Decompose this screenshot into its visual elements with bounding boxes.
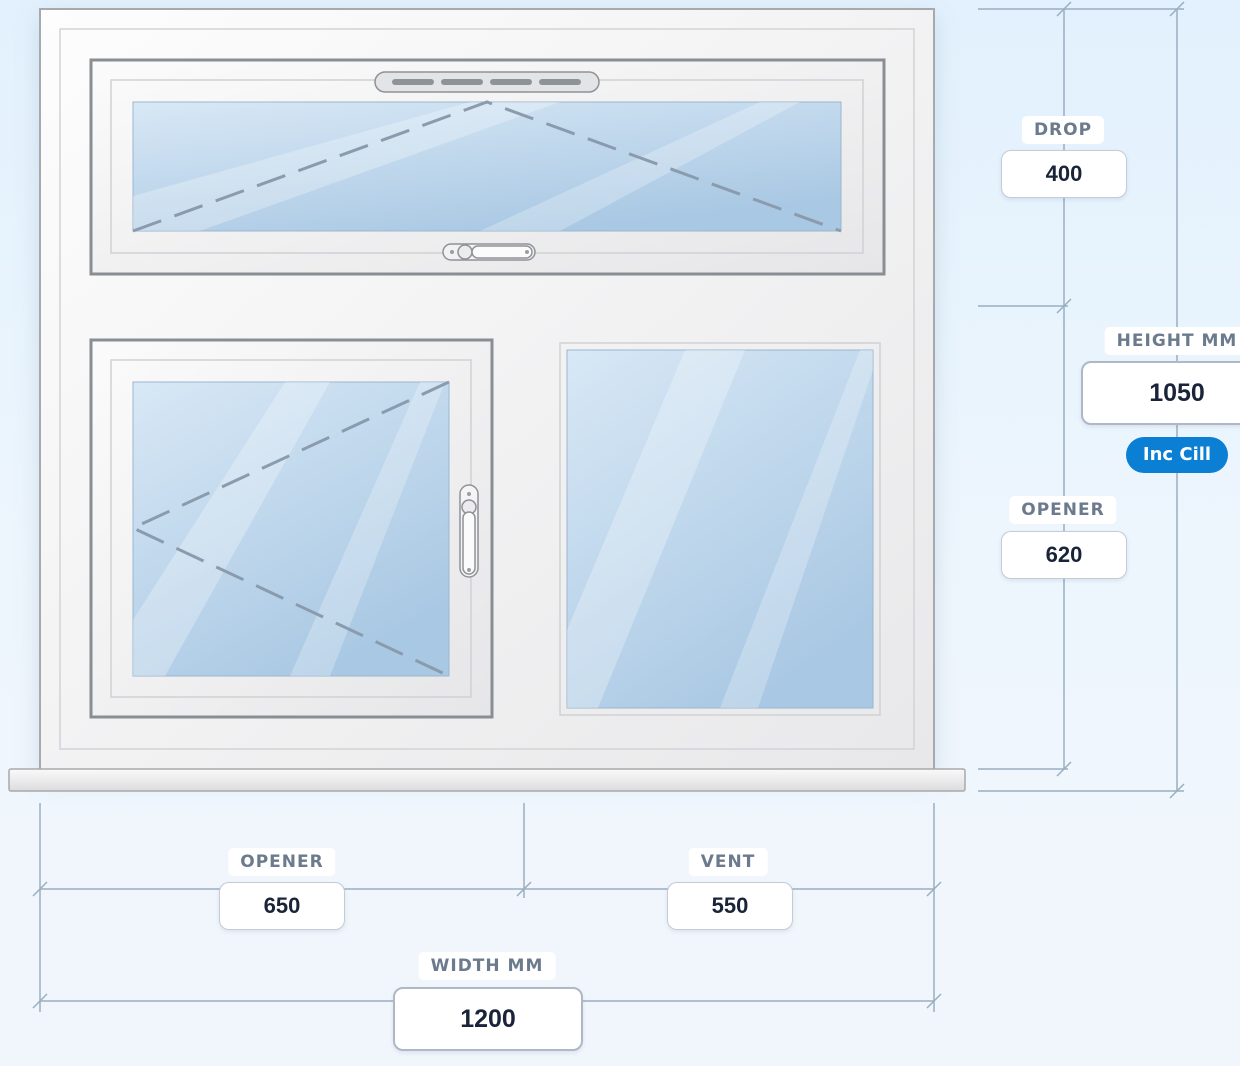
opener-height-label: OPENER bbox=[1009, 496, 1117, 524]
glass-reflection bbox=[567, 350, 873, 708]
trickle-vent bbox=[374, 71, 600, 93]
right-fixed-pane bbox=[559, 342, 881, 716]
opening-indicator-lines bbox=[129, 380, 450, 678]
opener-width-input[interactable] bbox=[219, 882, 345, 930]
glass-reflection bbox=[133, 102, 800, 231]
opener-glass bbox=[132, 381, 450, 677]
opener-handle-icon[interactable] bbox=[459, 484, 479, 578]
window-cill bbox=[8, 768, 966, 792]
vent-label: VENT bbox=[688, 848, 768, 876]
glass-reflection bbox=[133, 382, 445, 676]
opening-indicator-lines bbox=[132, 100, 842, 233]
fixed-glass bbox=[566, 349, 874, 709]
top-vent-sash[interactable] bbox=[89, 58, 886, 276]
frame-inner-bead bbox=[59, 28, 915, 750]
left-opener-sash[interactable] bbox=[89, 338, 494, 719]
width-input[interactable] bbox=[393, 987, 583, 1051]
inc-cill-badge: Inc Cill bbox=[1126, 437, 1228, 473]
top-vent-glass bbox=[132, 101, 842, 232]
height-label: HEIGHT MM bbox=[1104, 327, 1240, 355]
drop-label: DROP bbox=[1021, 116, 1105, 144]
drop-input[interactable] bbox=[1001, 150, 1127, 198]
width-label: WIDTH MM bbox=[418, 952, 556, 980]
vent-input[interactable] bbox=[667, 882, 793, 930]
opener-width-label: OPENER bbox=[228, 848, 336, 876]
vent-handle-icon[interactable] bbox=[442, 243, 536, 261]
opener-height-input[interactable] bbox=[1001, 531, 1127, 579]
height-input[interactable] bbox=[1081, 361, 1240, 425]
